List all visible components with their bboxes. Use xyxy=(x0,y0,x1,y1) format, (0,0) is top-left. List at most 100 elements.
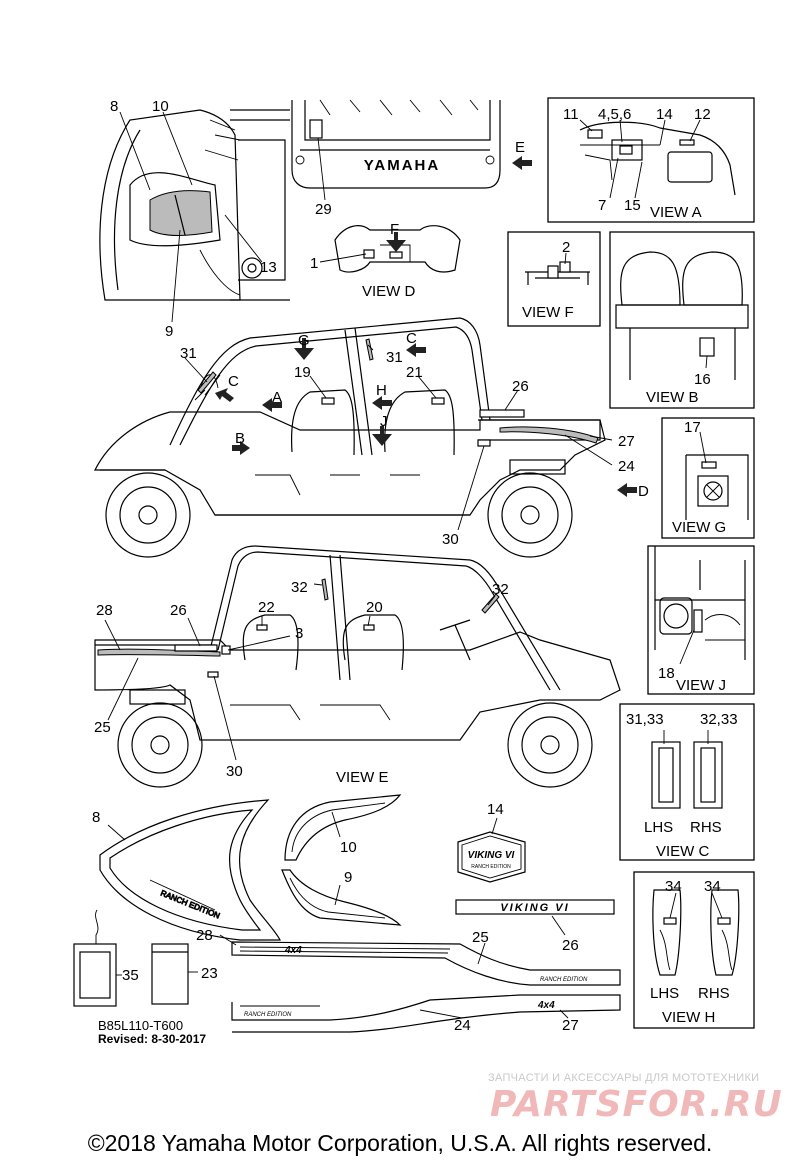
decal-26-text: VIKING VI xyxy=(500,902,569,914)
svg-text:24: 24 xyxy=(618,458,635,475)
label-23 xyxy=(151,943,189,1005)
svg-text:34: 34 xyxy=(704,878,721,895)
decal-28-4x4: 4x4 xyxy=(284,945,302,956)
view-a-frame xyxy=(547,97,755,223)
svg-text:3: 3 xyxy=(295,625,303,642)
svg-text:14: 14 xyxy=(656,106,673,123)
svg-text:11: 11 xyxy=(563,106,579,123)
view-arrows-upper xyxy=(215,338,637,497)
svg-text:15: 15 xyxy=(624,197,641,214)
svg-text:VIEW E: VIEW E xyxy=(336,769,389,786)
view-b-frame xyxy=(609,231,755,409)
svg-text:7: 7 xyxy=(598,197,606,214)
svg-text:13: 13 xyxy=(260,259,277,276)
decal-9 xyxy=(281,869,402,926)
svg-text:25: 25 xyxy=(472,929,489,946)
view-b-illustration xyxy=(615,251,749,380)
svg-text:H: H xyxy=(376,382,387,399)
svg-text:10: 10 xyxy=(152,98,169,115)
view-c-frame xyxy=(619,703,755,861)
decal-14-badge xyxy=(457,831,526,883)
svg-text:26: 26 xyxy=(512,378,529,395)
vehicle-right-side-illustration xyxy=(94,545,621,788)
arrow-letters: E F G C C A H J B D xyxy=(228,139,649,500)
svg-text:9: 9 xyxy=(344,869,352,886)
rear-tailgate-illustration xyxy=(291,99,501,189)
svg-text:23: 23 xyxy=(201,965,218,982)
svg-text:31,33: 31,33 xyxy=(626,711,664,728)
svg-text:B: B xyxy=(235,430,245,447)
view-a-illustration xyxy=(579,121,736,196)
svg-text:C: C xyxy=(406,330,417,347)
svg-text:C: C xyxy=(228,373,239,390)
view-titles: VIEW A VIEW D VIEW F VIEW B VIEW G VIEW … xyxy=(336,204,726,1026)
decal-24-ranch: RANCH EDITION xyxy=(244,1012,292,1018)
callout-labels: 8 10 13 9 29 1 11 4,5,6 14 12 7 15 2 16 … xyxy=(92,98,738,1034)
svg-text:10: 10 xyxy=(340,839,357,856)
svg-text:27: 27 xyxy=(618,433,635,450)
svg-text:35: 35 xyxy=(122,967,139,984)
svg-text:20: 20 xyxy=(366,599,383,616)
document-code: B85L110-T600 xyxy=(98,1018,184,1033)
decal-14-text: VIKING VI xyxy=(468,850,515,861)
yamaha-tailgate-logo: YAMAHA xyxy=(364,157,440,174)
svg-text:19: 19 xyxy=(294,364,311,381)
svg-text:32: 32 xyxy=(492,581,509,598)
front-hood-illustration xyxy=(99,109,290,301)
svg-text:26: 26 xyxy=(562,937,579,954)
svg-text:8: 8 xyxy=(92,809,100,826)
svg-text:2: 2 xyxy=(562,239,570,256)
copyright-notice: ©2018 Yamaha Motor Corporation, U.S.A. A… xyxy=(87,1130,713,1156)
svg-text:E: E xyxy=(515,139,525,156)
svg-text:J: J xyxy=(380,413,388,430)
view-h-frame xyxy=(633,871,755,1029)
view-f-frame xyxy=(507,231,601,327)
view-c-decals xyxy=(651,741,723,809)
svg-text:34: 34 xyxy=(665,878,682,895)
svg-text:VIEW D: VIEW D xyxy=(362,283,416,300)
svg-text:G: G xyxy=(298,332,310,349)
svg-text:VIEW J: VIEW J xyxy=(676,677,726,694)
decal-10 xyxy=(284,794,402,861)
svg-text:29: 29 xyxy=(315,201,332,218)
svg-text:21: 21 xyxy=(406,364,423,381)
svg-text:16: 16 xyxy=(694,371,711,388)
svg-text:31: 31 xyxy=(386,349,403,366)
svg-text:VIEW C: VIEW C xyxy=(656,843,710,860)
svg-text:RHS: RHS xyxy=(690,819,722,836)
decal-28-25-stripe xyxy=(231,941,621,986)
view-f-illustration xyxy=(525,261,590,285)
decal-24-27-stripe xyxy=(231,994,621,1033)
view-j-frame xyxy=(647,545,755,695)
svg-text:VIEW G: VIEW G xyxy=(672,519,726,536)
svg-text:VIEW H: VIEW H xyxy=(662,1009,715,1026)
decal-8-hood xyxy=(99,799,281,941)
svg-text:9: 9 xyxy=(165,323,173,340)
svg-text:VIEW B: VIEW B xyxy=(646,389,699,406)
view-j-illustration xyxy=(654,546,746,660)
svg-text:12: 12 xyxy=(694,106,711,123)
svg-text:LHS: LHS xyxy=(650,985,679,1002)
view-g-illustration xyxy=(685,454,749,520)
svg-text:A: A xyxy=(272,389,282,406)
svg-text:14: 14 xyxy=(487,801,504,818)
svg-text:32,33: 32,33 xyxy=(700,711,738,728)
svg-text:24: 24 xyxy=(454,1017,471,1034)
svg-text:25: 25 xyxy=(94,719,111,736)
svg-text:22: 22 xyxy=(258,599,275,616)
watermark-logo: PARTSFOR.RU xyxy=(490,1084,783,1125)
decal-26-stripe xyxy=(455,899,615,915)
watermark-tagline: ЗАПЧАСТИ И АКСЕССУАРЫ ДЛЯ МОТОТЕХНИКИ xyxy=(488,1072,760,1084)
vehicle-left-side-illustration xyxy=(94,317,606,558)
svg-text:27: 27 xyxy=(562,1017,579,1034)
svg-text:VIEW A: VIEW A xyxy=(650,204,702,221)
svg-text:30: 30 xyxy=(226,763,243,780)
decal-25-ranch: RANCH EDITION xyxy=(540,977,588,983)
view-h-illustration xyxy=(652,889,740,976)
view-g-frame xyxy=(661,417,755,539)
decal-8-text: RANCH EDITION xyxy=(159,889,221,921)
svg-text:8: 8 xyxy=(110,98,118,115)
decal-14-subtext: RANCH EDITION xyxy=(471,864,511,870)
svg-text:30: 30 xyxy=(442,531,459,548)
